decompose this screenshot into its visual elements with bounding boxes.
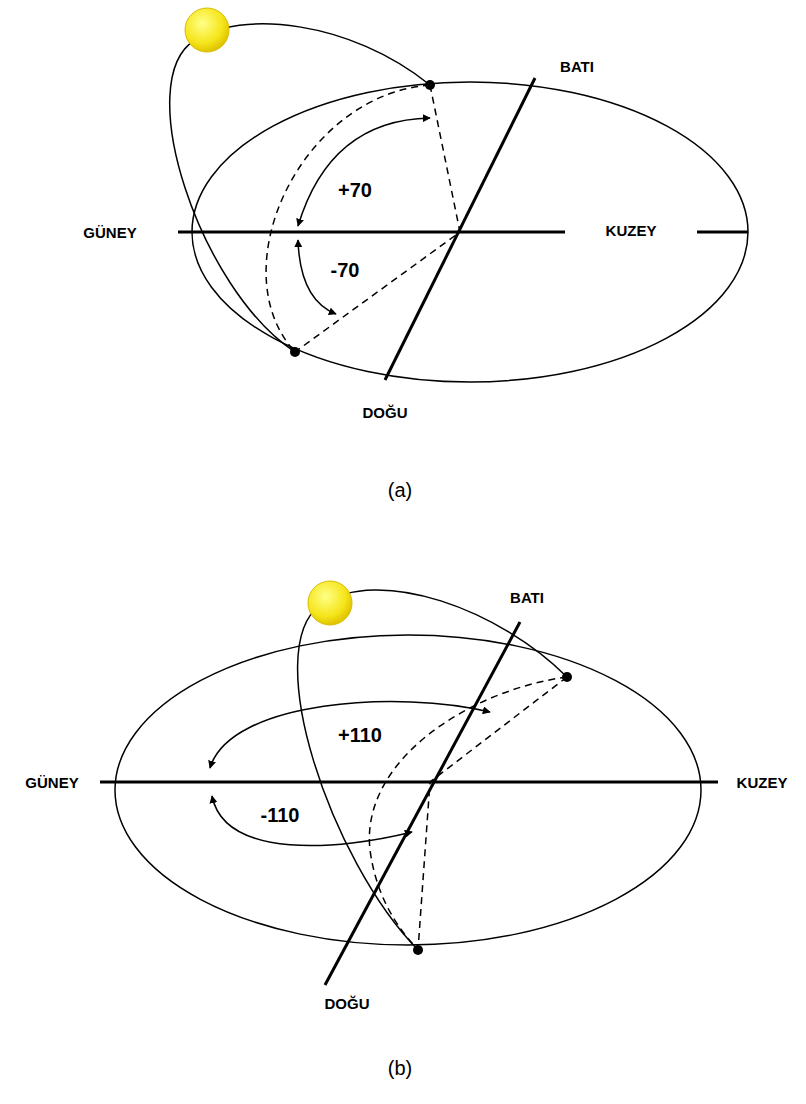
projected-path xyxy=(369,677,567,950)
north-south-line xyxy=(100,781,718,784)
sunset-point xyxy=(562,672,572,682)
angle-arrow xyxy=(210,702,490,768)
panel-caption: (a) xyxy=(386,479,414,501)
panel-b xyxy=(100,581,718,985)
direction-label: GÜNEY xyxy=(23,774,80,791)
angle-value: -110 xyxy=(259,804,302,826)
horizon-ellipse xyxy=(115,635,701,945)
angle-value: +70 xyxy=(336,179,374,201)
east-west-line xyxy=(325,622,520,985)
sunrise-point xyxy=(290,347,300,357)
direction-label: BATI xyxy=(508,589,546,606)
sunrise-point xyxy=(413,945,423,955)
sun-path xyxy=(298,590,567,950)
projected-path xyxy=(266,85,430,352)
direction-label: KUZEY xyxy=(604,222,659,239)
angle-value: -70 xyxy=(329,259,362,281)
north-south-line xyxy=(178,231,748,234)
azimuth-lines xyxy=(295,85,460,352)
angle-value: +110 xyxy=(336,724,384,746)
sun-path xyxy=(170,24,430,352)
angle-arrow xyxy=(298,118,430,226)
azimuth-lines xyxy=(418,677,567,950)
sun xyxy=(185,8,229,52)
sun xyxy=(308,581,352,625)
angle-arrow xyxy=(212,796,412,846)
direction-label: DOĞU xyxy=(323,995,372,1012)
direction-label: DOĞU xyxy=(361,404,410,421)
panel-a xyxy=(170,8,748,382)
direction-label: KUZEY xyxy=(735,774,790,791)
panel-caption: (b) xyxy=(386,1057,414,1079)
direction-label: GÜNEY xyxy=(81,224,138,241)
sunset-point xyxy=(425,80,435,90)
direction-label: BATI xyxy=(558,58,596,75)
